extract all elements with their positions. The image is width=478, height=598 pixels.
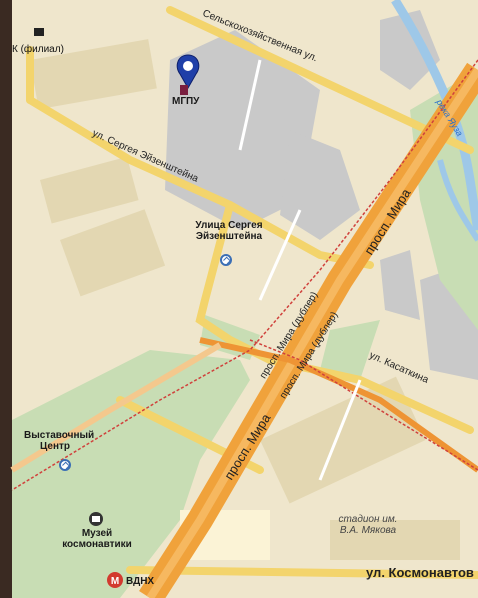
- railways: [11, 59, 478, 491]
- eisenstein-stop-label[interactable]: Улица Сергея Эйзенштейна: [195, 220, 263, 242]
- kosmonavtov-street-label: ул. Космонавтов: [366, 565, 474, 580]
- kasatkina-road: [199, 337, 478, 473]
- stadium-label: стадион им. В.А. Мякова: [338, 514, 398, 536]
- institute-branch-label: К (филиал): [12, 44, 64, 55]
- left-edge-strip: [0, 0, 12, 598]
- monorail-stop-vystavochny-icon[interactable]: [59, 459, 71, 471]
- university-icon: [180, 85, 188, 95]
- minor-roads: [26, 6, 478, 579]
- mgpu-label[interactable]: МГПУ: [172, 96, 200, 107]
- graduation-cap-icon: [34, 28, 44, 36]
- building-blocks: [29, 39, 460, 560]
- museum-icon: [89, 512, 103, 526]
- svg-text:М: М: [111, 576, 119, 587]
- vdnh-label[interactable]: ВДНХ: [126, 576, 155, 587]
- vystavochny-center-label[interactable]: Выставочный Центр: [24, 430, 95, 452]
- metro-vdnh-icon: М: [107, 572, 123, 588]
- monorail-stop-icon[interactable]: [220, 254, 232, 266]
- service-roads: [238, 59, 362, 481]
- museum-label[interactable]: Музей космонавтики: [62, 528, 132, 550]
- industrial-areas: [165, 10, 478, 380]
